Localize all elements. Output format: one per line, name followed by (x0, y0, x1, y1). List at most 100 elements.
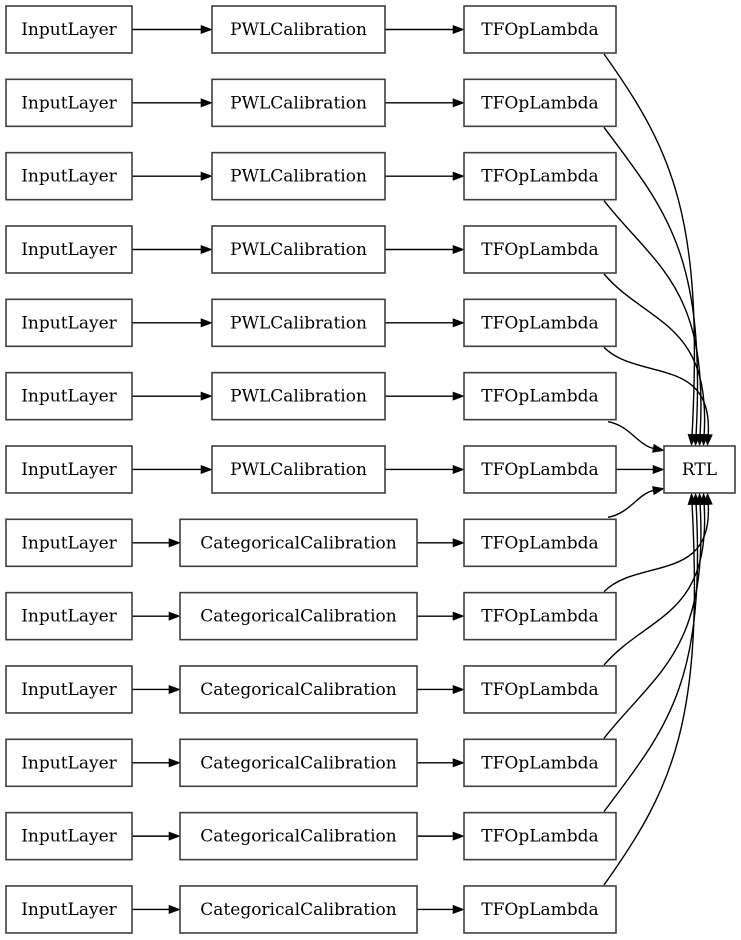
node-calibration-9[interactable]: CategoricalCalibration (179, 665, 418, 714)
node-calibration-4[interactable]: PWLCalibration (211, 298, 386, 348)
edge-lambda-to-rtl-8 (603, 503, 709, 593)
node-input-layer-5[interactable]: InputLayer (5, 371, 133, 421)
node-tfoplambda-8[interactable]: TFOpLambda (463, 591, 617, 641)
edge-lambda-to-rtl-1 (603, 126, 699, 436)
edge-calibration-to-lambda-0-arrowhead (452, 24, 465, 35)
edge-lambda-to-rtl-7-arrowhead (652, 486, 665, 496)
node-tfoplambda-9-label: TFOpLambda (481, 680, 598, 700)
node-input-layer-3-label: InputLayer (21, 240, 117, 260)
node-input-layer-3[interactable]: InputLayer (5, 225, 133, 274)
node-calibration-1-label: PWLCalibration (230, 93, 367, 113)
node-input-layer-5-label: InputLayer (21, 387, 117, 407)
node-tfoplambda-7-label: TFOpLambda (481, 533, 598, 553)
edge-lambda-to-rtl-6-arrowhead (652, 464, 665, 475)
node-tfoplambda-4[interactable]: TFOpLambda (463, 298, 617, 348)
node-tfoplambda-6[interactable]: TFOpLambda (463, 445, 617, 494)
node-calibration-8[interactable]: CategoricalCalibration (179, 591, 418, 641)
node-calibration-12[interactable]: CategoricalCalibration (179, 885, 418, 934)
node-tfoplambda-5[interactable]: TFOpLambda (463, 371, 617, 421)
node-calibration-2-label: PWLCalibration (230, 167, 367, 187)
node-calibration-1[interactable]: PWLCalibration (211, 78, 386, 128)
edge-calibration-to-lambda-2-arrowhead (452, 171, 465, 181)
node-rtl-output[interactable]: RTL (663, 445, 736, 494)
node-input-layer-11-box (5, 811, 133, 861)
node-tfoplambda-3-label: TFOpLambda (481, 240, 598, 260)
node-calibration-3[interactable]: PWLCalibration (211, 225, 386, 274)
node-tfoplambda-6-box (463, 445, 617, 494)
node-input-layer-9-label: InputLayer (21, 680, 117, 700)
node-input-layer-2[interactable]: InputLayer (5, 151, 133, 201)
edge-calibration-to-lambda-4-arrowhead (452, 318, 465, 328)
node-calibration-6[interactable]: PWLCalibration (211, 445, 386, 494)
node-tfoplambda-10[interactable]: TFOpLambda (463, 738, 617, 788)
node-input-layer-0-label: InputLayer (21, 20, 117, 40)
node-input-layer-1[interactable]: InputLayer (5, 78, 133, 128)
node-calibration-7-label: CategoricalCalibration (200, 533, 396, 553)
node-input-layer-8[interactable]: InputLayer (5, 591, 133, 641)
node-input-layer-9[interactable]: InputLayer (5, 665, 133, 714)
node-calibration-2[interactable]: PWLCalibration (211, 151, 386, 201)
node-calibration-6-box (211, 445, 386, 494)
node-tfoplambda-0-box (463, 5, 617, 54)
node-tfoplambda-2-label: TFOpLambda (481, 167, 598, 187)
node-tfoplambda-12-box (463, 885, 617, 934)
node-tfoplambda-4-label: TFOpLambda (481, 313, 598, 333)
node-tfoplambda-3-box (463, 225, 617, 274)
node-tfoplambda-11-box (463, 811, 617, 861)
node-input-layer-10-label: InputLayer (21, 753, 117, 773)
node-tfoplambda-6-label: TFOpLambda (481, 460, 598, 480)
node-calibration-10[interactable]: CategoricalCalibration (179, 738, 418, 788)
node-tfoplambda-11[interactable]: TFOpLambda (463, 811, 617, 861)
node-tfoplambda-4-box (463, 298, 617, 348)
node-calibration-5[interactable]: PWLCalibration (211, 371, 386, 421)
node-calibration-2-box (211, 151, 386, 201)
node-input-layer-7[interactable]: InputLayer (5, 518, 133, 568)
node-input-layer-4[interactable]: InputLayer (5, 298, 133, 348)
node-input-layer-8-box (5, 591, 133, 641)
node-input-layer-12-label: InputLayer (21, 900, 117, 920)
node-input-layer-10[interactable]: InputLayer (5, 738, 133, 788)
node-tfoplambda-5-box (463, 371, 617, 421)
node-calibration-4-box (211, 298, 386, 348)
node-tfoplambda-7[interactable]: TFOpLambda (463, 518, 617, 568)
node-tfoplambda-0[interactable]: TFOpLambda (463, 5, 617, 54)
node-rtl-output-box (663, 445, 736, 494)
node-input-layer-12[interactable]: InputLayer (5, 885, 133, 934)
node-tfoplambda-10-label: TFOpLambda (481, 753, 598, 773)
edge-calibration-to-lambda-1-arrowhead (452, 98, 465, 108)
node-tfoplambda-12[interactable]: TFOpLambda (463, 885, 617, 934)
node-calibration-12-label: CategoricalCalibration (200, 900, 396, 920)
node-calibration-11[interactable]: CategoricalCalibration (179, 811, 418, 861)
node-tfoplambda-8-box (463, 591, 617, 641)
node-tfoplambda-2[interactable]: TFOpLambda (463, 151, 617, 201)
node-calibration-7-box (179, 518, 418, 568)
node-calibration-9-box (179, 665, 418, 714)
edge-input-to-calibration-10-arrowhead (168, 758, 181, 768)
edge-calibration-to-lambda-12-arrowhead (452, 904, 465, 914)
edge-lambda-to-rtl-12-arrowhead (687, 492, 697, 506)
edge-calibration-to-lambda-6-arrowhead (452, 464, 465, 475)
edge-lambda-to-rtl-4 (603, 346, 709, 436)
node-tfoplambda-1[interactable]: TFOpLambda (463, 78, 617, 128)
node-input-layer-6[interactable]: InputLayer (5, 445, 133, 494)
edge-lambda-to-rtl-7 (607, 489, 655, 518)
node-input-layer-9-box (5, 665, 133, 714)
node-calibration-7[interactable]: CategoricalCalibration (179, 518, 418, 568)
edge-lambda-to-rtl-2 (603, 200, 702, 436)
node-input-layer-6-box (5, 445, 133, 494)
node-tfoplambda-3[interactable]: TFOpLambda (463, 225, 617, 274)
node-calibration-0-box (211, 5, 386, 54)
node-tfoplambda-12-label: TFOpLambda (481, 900, 598, 920)
node-calibration-0[interactable]: PWLCalibration (211, 5, 386, 54)
edge-lambda-to-rtl-9 (603, 503, 706, 666)
node-input-layer-4-box (5, 298, 133, 348)
node-input-layer-11[interactable]: InputLayer (5, 811, 133, 861)
edge-lambda-to-rtl-11 (603, 503, 699, 813)
edge-lambda-to-rtl-4-arrowhead (703, 433, 713, 447)
node-tfoplambda-9[interactable]: TFOpLambda (463, 665, 617, 714)
edge-input-to-calibration-5-arrowhead (200, 391, 213, 401)
node-input-layer-1-label: InputLayer (21, 93, 117, 113)
node-input-layer-0[interactable]: InputLayer (5, 5, 133, 54)
edge-input-to-calibration-2-arrowhead (200, 171, 213, 181)
